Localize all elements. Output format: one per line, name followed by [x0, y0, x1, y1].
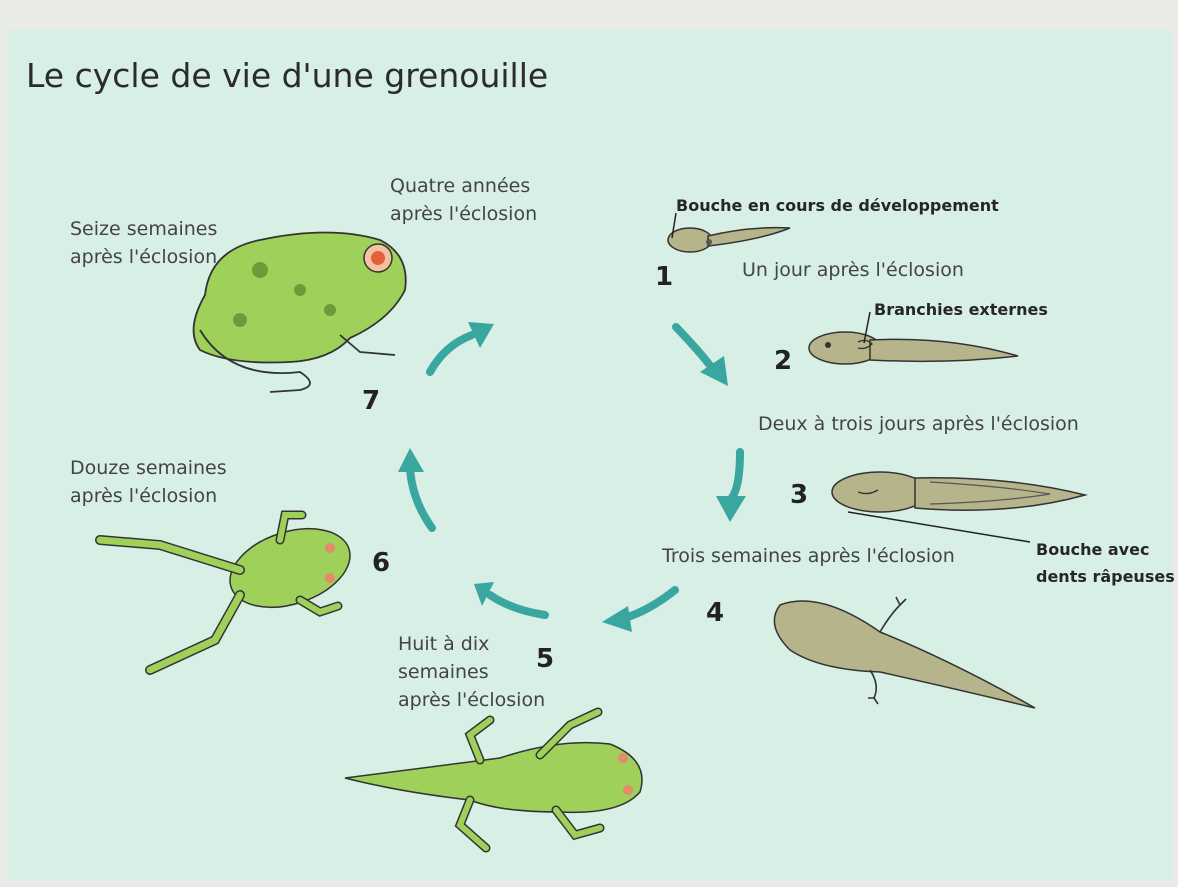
stage-2-note: Branchies externes — [874, 300, 1048, 319]
stage-4-label: Trois semaines après l'éclosion — [662, 545, 955, 567]
stage-7-number: 7 — [362, 386, 381, 416]
stage-3-number: 3 — [790, 480, 809, 510]
diagram-panel — [8, 30, 1172, 880]
stage-1-number: 1 — [655, 262, 674, 292]
frog-stage-6 — [95, 510, 351, 675]
stage-4-number: 4 — [706, 598, 725, 628]
arrowhead-4 — [474, 582, 494, 606]
cycle-arrows — [406, 323, 744, 622]
page-title: Le cycle de vie d'une grenouille — [26, 56, 549, 95]
stage-1-note: Bouche en cours de développement — [676, 196, 999, 215]
arrow-heads — [398, 322, 746, 632]
top-label: Quatre années après l'éclosion — [390, 175, 538, 225]
tadpole-stage-1 — [667, 212, 791, 253]
stage-3-note: Bouche avec dents râpeuses — [1036, 540, 1175, 586]
stage-7-label: Seize semaines après l'éclosion — [70, 218, 218, 268]
froglet-stage-5 — [344, 707, 643, 853]
stage-5-number: 5 — [536, 644, 555, 674]
arrow-1-to-2 — [672, 323, 716, 372]
arrow-6-to-7 — [406, 464, 436, 532]
arrowhead-6 — [468, 322, 494, 348]
arrow-5-to-6 — [486, 591, 549, 619]
arrow-4-to-5 — [621, 586, 679, 622]
tadpole-stage-2 — [808, 311, 1019, 365]
stage-1-label: Un jour après l'éclosion — [742, 259, 964, 281]
arrow-3-to-4 — [726, 448, 744, 504]
arrowhead-2 — [716, 496, 746, 522]
arrowhead-5 — [398, 448, 424, 472]
arrowhead-3 — [602, 606, 632, 632]
stage-6-number: 6 — [372, 548, 391, 578]
tadpole-stage-4 — [773, 596, 1036, 709]
frog-stage-7 — [192, 231, 407, 393]
stage-5-label: Huit à dix semaines après l'éclosion — [398, 633, 546, 711]
stage-3-label: Deux à trois jours après l'éclosion — [758, 413, 1079, 435]
arrow-7-to-top — [426, 331, 476, 376]
stage-6-label: Douze semaines après l'éclosion — [70, 457, 227, 507]
tadpole-stage-3 — [831, 471, 1088, 543]
arrowhead-1 — [700, 356, 728, 386]
stage-2-number: 2 — [774, 346, 793, 376]
